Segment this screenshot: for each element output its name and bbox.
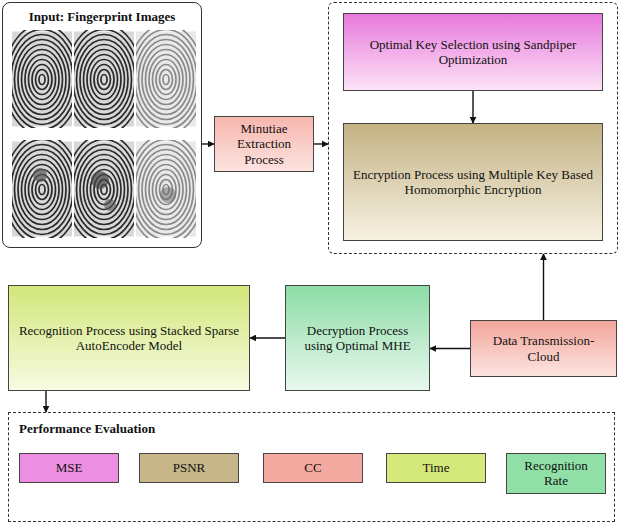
evaluation-panel: Performance EvaluationMSE PSNR CC Time Recog… <box>8 412 615 522</box>
process-box: Optimal Key Selection using Sandpiper Op… <box>343 13 603 91</box>
node-label: PSNR <box>173 460 206 475</box>
connector-arrow <box>202 143 214 144</box>
node-label: Input: Fingerprint Images <box>29 9 176 24</box>
process-box: Decryption Process using Optimal MHE <box>285 285 430 391</box>
process-box: Encryption Process using Multiple Key Ba… <box>343 123 603 241</box>
node-label: Minutiae Extraction Process <box>221 121 307 167</box>
node-label: CC <box>304 460 321 475</box>
connector-arrow <box>472 91 473 123</box>
connector-arrow <box>250 337 285 338</box>
node-label: MSE <box>56 460 83 475</box>
node-label: Recognition Rate <box>513 458 599 489</box>
node-label: Decryption Process using Optimal MHE <box>292 323 423 354</box>
node-label: Optimal Key Selection using Sandpiper Op… <box>350 37 596 68</box>
fingerprint-row <box>4 135 204 245</box>
connector-arrow <box>543 254 544 320</box>
node-label: Encryption Process using Multiple Key Ba… <box>350 167 596 198</box>
node-label: Time <box>423 460 450 475</box>
metric-box: CC <box>263 453 363 483</box>
node-label: Recognition Process using Stacked Sparse… <box>15 323 243 354</box>
node-label: Performance Evaluation <box>19 421 155 436</box>
node-label: Data Transmission-Cloud <box>477 333 610 364</box>
metric-box: PSNR <box>139 453 239 483</box>
connector-arrow <box>314 143 328 144</box>
connector-arrow <box>45 391 46 412</box>
metric-box: Recognition Rate <box>506 453 606 494</box>
fingerprint-row <box>4 25 204 135</box>
process-box: Minutiae Extraction Process <box>214 116 314 172</box>
connector-arrow <box>430 348 470 349</box>
input-panel: Input: Fingerprint Images <box>2 2 202 248</box>
group-box: Optimal Key Selection using Sandpiper Op… <box>328 2 618 254</box>
metric-box: Time <box>386 453 486 483</box>
process-box: Recognition Process using Stacked Sparse… <box>8 285 250 391</box>
metric-box: MSE <box>19 453 119 483</box>
process-box: Data Transmission-Cloud <box>470 320 617 377</box>
